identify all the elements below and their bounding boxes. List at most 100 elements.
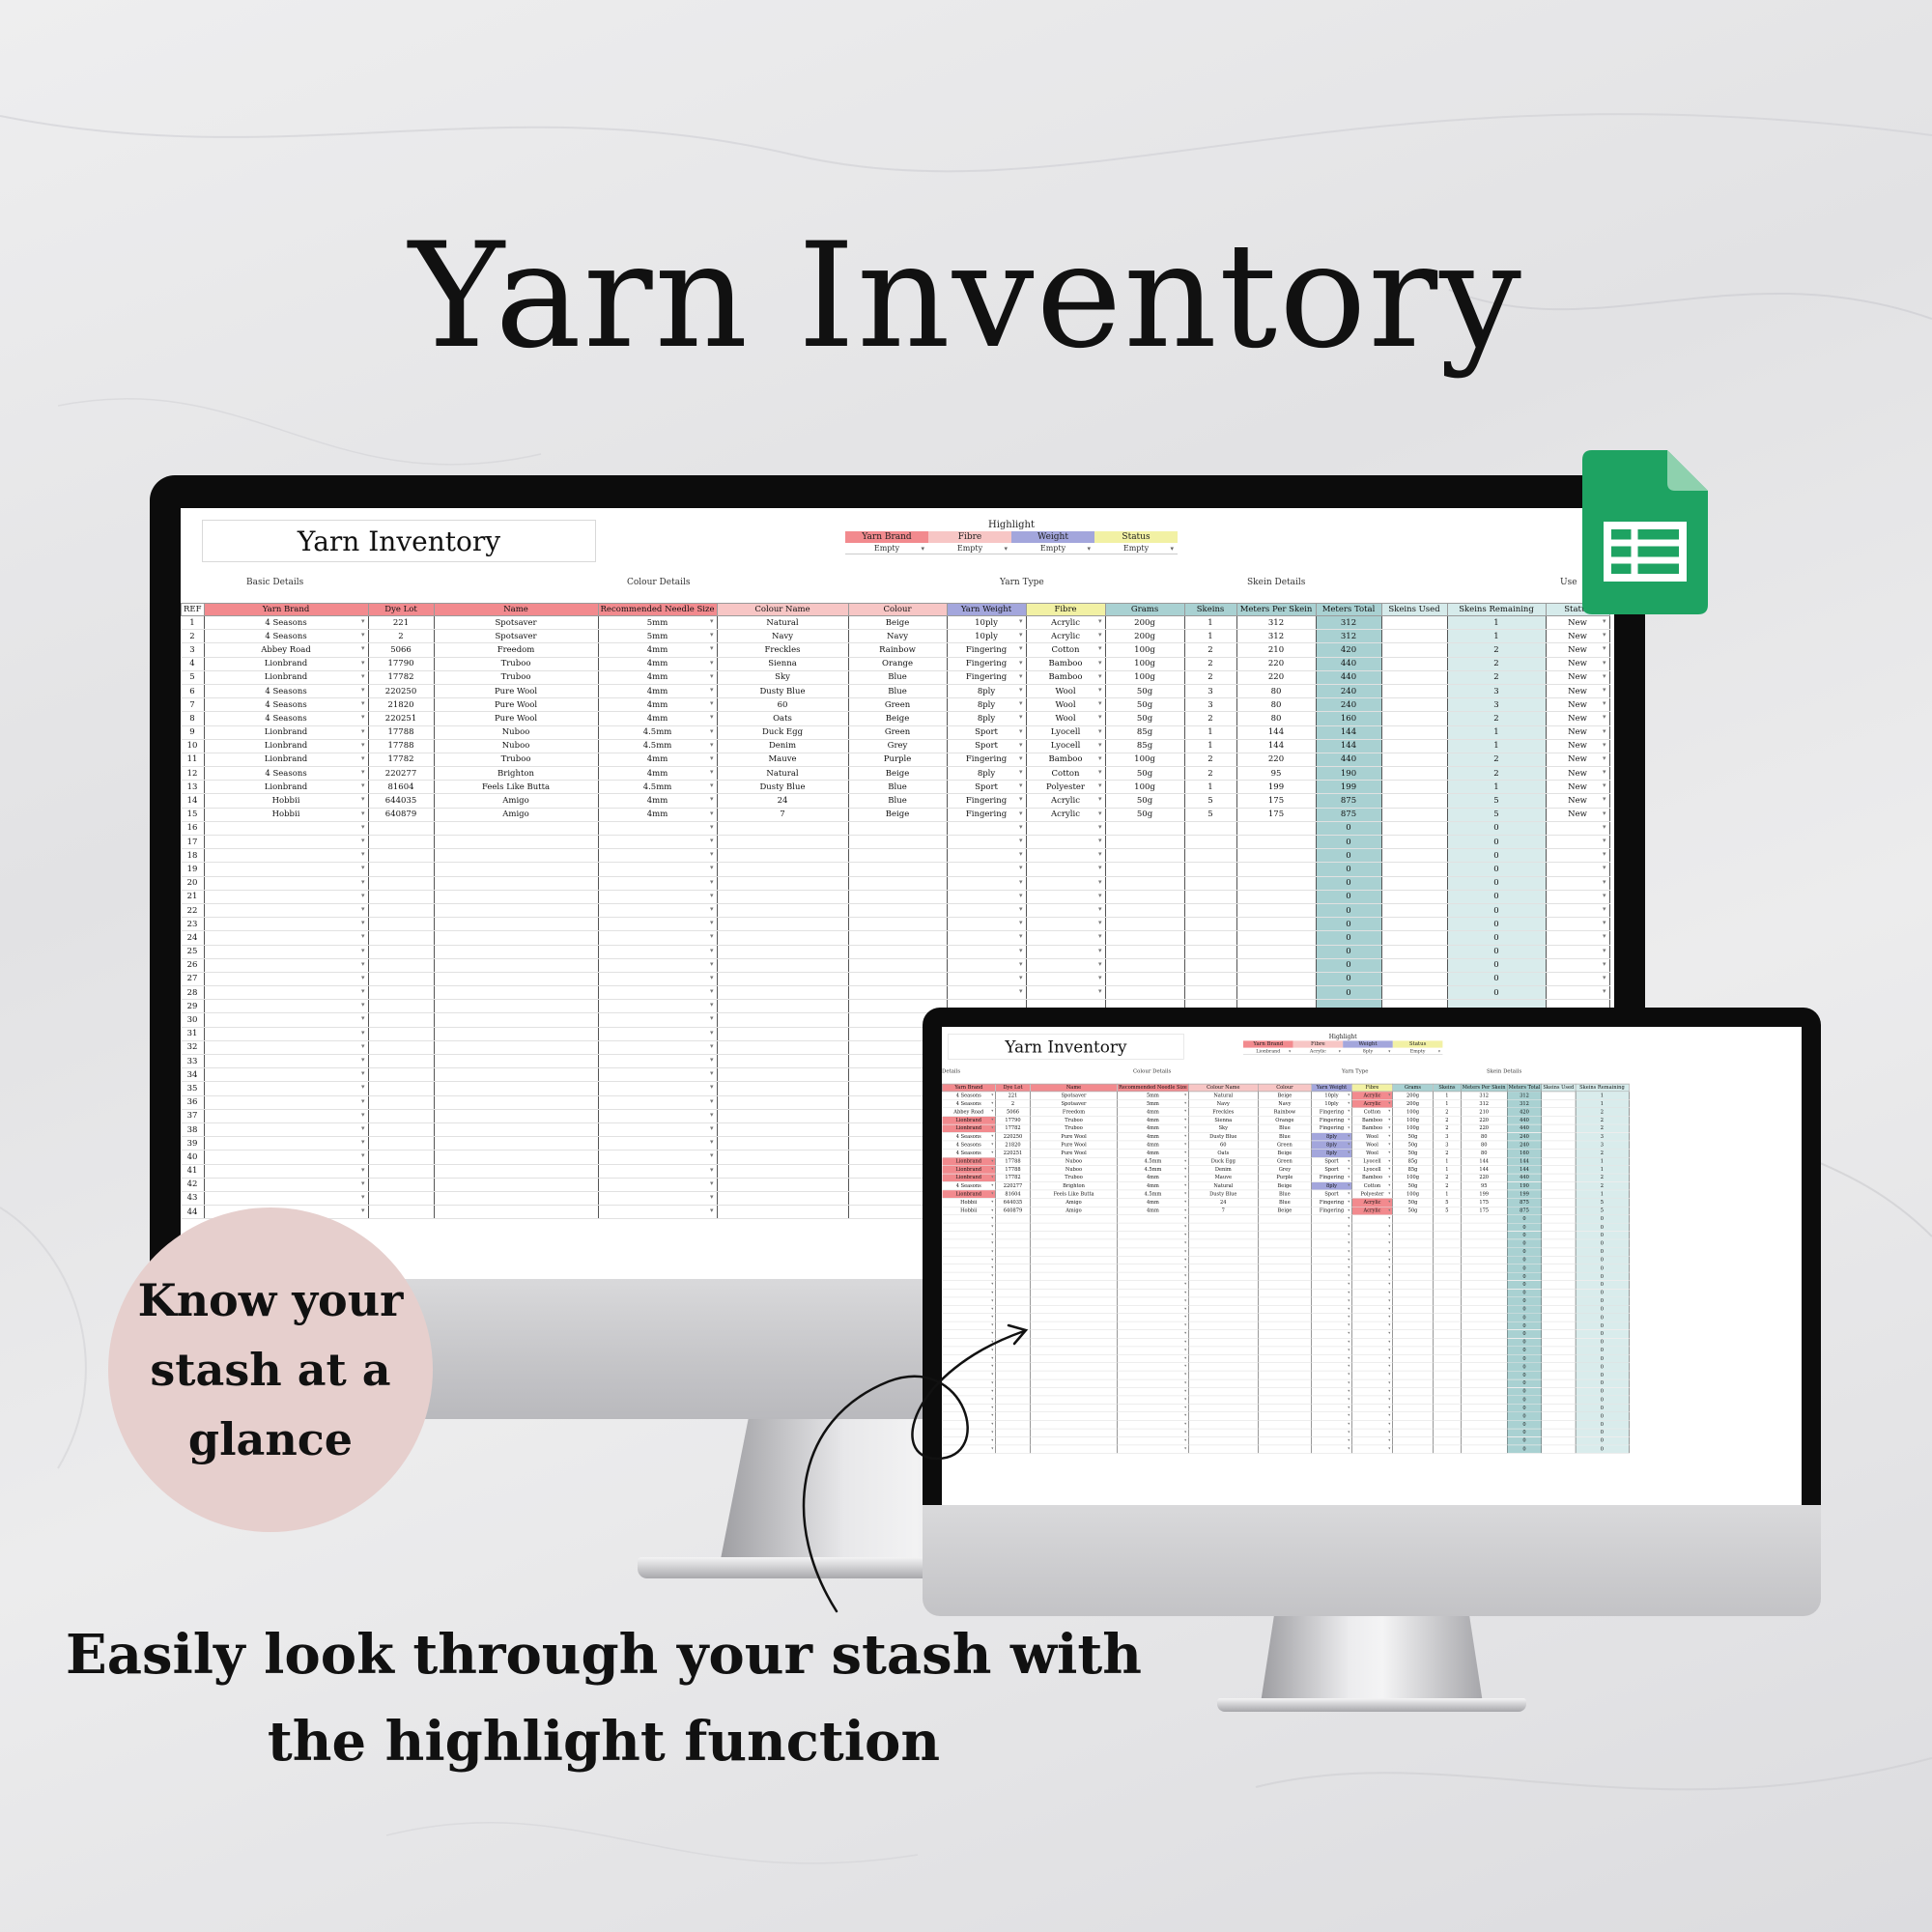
cell-fibre[interactable] (1351, 1387, 1393, 1397)
cell-needle-size[interactable]: 5mm (598, 615, 718, 631)
cell-yarn-brand[interactable] (942, 1214, 996, 1224)
cell-yarn-weight[interactable]: 10ply (1311, 1099, 1352, 1109)
cell-yarn-brand[interactable]: Lionbrand (942, 1157, 996, 1166)
highlight-brand-select[interactable]: Lionbrand (1243, 1048, 1293, 1055)
cell-needle-size[interactable] (598, 1109, 718, 1123)
cell-fibre[interactable]: Acrylic (1351, 1207, 1393, 1215)
cell-fibre[interactable] (1351, 1428, 1393, 1437)
cell-needle-size[interactable] (1117, 1444, 1189, 1454)
cell-fibre[interactable] (1351, 1329, 1393, 1339)
cell-fibre[interactable]: Acrylic (1026, 808, 1106, 822)
cell-yarn-brand[interactable]: Lionbrand (204, 780, 369, 795)
cell-fibre[interactable] (1351, 1371, 1393, 1380)
cell-yarn-brand[interactable] (942, 1289, 996, 1298)
cell-fibre[interactable] (1351, 1444, 1393, 1454)
cell-yarn-weight[interactable]: 10ply (947, 629, 1027, 644)
cell-needle-size[interactable] (1117, 1214, 1189, 1224)
cell-yarn-brand[interactable]: Lionbrand (204, 670, 369, 685)
cell-needle-size[interactable] (1117, 1272, 1189, 1281)
cell-status[interactable] (1546, 835, 1610, 850)
cell-fibre[interactable]: Acrylic (1351, 1091, 1393, 1100)
cell-fibre[interactable]: Wool (1351, 1140, 1393, 1150)
cell-needle-size[interactable]: 4.5mm (1117, 1157, 1189, 1166)
cell-status[interactable]: New (1546, 670, 1610, 685)
cell-yarn-brand[interactable]: 4 Seasons (942, 1140, 996, 1150)
cell-yarn-weight[interactable]: 8ply (947, 697, 1027, 713)
cell-fibre[interactable]: Bamboo (1351, 1123, 1393, 1133)
cell-needle-size[interactable]: 4mm (1117, 1140, 1189, 1150)
cell-yarn-brand[interactable]: 4 Seasons (942, 1099, 996, 1109)
cell-needle-size[interactable] (598, 972, 718, 987)
cell-fibre[interactable] (1026, 945, 1106, 959)
cell-fibre[interactable] (1026, 958, 1106, 973)
cell-fibre[interactable] (1026, 972, 1106, 987)
cell-fibre[interactable]: Wool (1026, 711, 1106, 726)
cell-status[interactable] (1546, 917, 1610, 932)
cell-yarn-weight[interactable]: Fingering (1311, 1174, 1352, 1182)
cell-fibre[interactable] (1351, 1231, 1393, 1240)
cell-yarn-weight[interactable] (947, 985, 1027, 1001)
cell-fibre[interactable]: Acrylic (1351, 1099, 1393, 1109)
cell-needle-size[interactable] (598, 903, 718, 919)
cell-fibre[interactable] (1026, 862, 1106, 877)
cell-yarn-weight[interactable]: Fingering (1311, 1198, 1352, 1208)
cell-fibre[interactable] (1351, 1223, 1393, 1232)
cell-fibre[interactable] (1351, 1280, 1393, 1290)
cell-needle-size[interactable] (1117, 1387, 1189, 1397)
cell-yarn-weight[interactable] (1311, 1378, 1352, 1388)
cell-yarn-brand[interactable] (942, 1247, 996, 1257)
cell-yarn-weight[interactable]: Fingering (1311, 1116, 1352, 1125)
cell-fibre[interactable]: Acrylic (1026, 629, 1106, 644)
cell-yarn-brand[interactable] (204, 848, 369, 864)
cell-needle-size[interactable]: 4mm (1117, 1116, 1189, 1125)
cell-yarn-brand[interactable] (204, 1178, 369, 1192)
cell-yarn-weight[interactable] (1311, 1256, 1352, 1264)
cell-yarn-brand[interactable] (942, 1444, 996, 1454)
cell-needle-size[interactable] (1117, 1313, 1189, 1322)
cell-yarn-weight[interactable] (947, 930, 1027, 946)
cell-needle-size[interactable] (598, 848, 718, 864)
cell-fibre[interactable]: Cotton (1026, 642, 1106, 658)
cell-fibre[interactable] (1351, 1378, 1393, 1388)
cell-yarn-weight[interactable] (1311, 1428, 1352, 1437)
cell-yarn-brand[interactable] (204, 1040, 369, 1056)
cell-needle-size[interactable]: 4mm (598, 642, 718, 658)
cell-yarn-brand[interactable] (204, 1095, 369, 1110)
cell-needle-size[interactable] (598, 1054, 718, 1069)
cell-status[interactable]: New (1546, 629, 1610, 644)
cell-yarn-weight[interactable] (1311, 1264, 1352, 1273)
cell-fibre[interactable]: Lyocell (1026, 725, 1106, 740)
cell-needle-size[interactable] (598, 1027, 718, 1041)
cell-fibre[interactable]: Cotton (1351, 1107, 1393, 1117)
cell-yarn-weight[interactable] (1311, 1420, 1352, 1430)
cell-fibre[interactable]: Cotton (1351, 1181, 1393, 1191)
cell-needle-size[interactable] (598, 1040, 718, 1056)
cell-needle-size[interactable] (598, 1178, 718, 1192)
cell-yarn-weight[interactable]: 10ply (947, 615, 1027, 631)
cell-yarn-brand[interactable]: 4 Seasons (942, 1132, 996, 1142)
cell-needle-size[interactable]: 4mm (598, 808, 718, 822)
cell-yarn-brand[interactable]: 4 Seasons (204, 684, 369, 699)
cell-status[interactable]: New (1546, 739, 1610, 753)
cell-yarn-weight[interactable] (947, 945, 1027, 959)
cell-needle-size[interactable] (1117, 1404, 1189, 1413)
cell-yarn-brand[interactable] (204, 862, 369, 877)
cell-needle-size[interactable] (598, 930, 718, 946)
cell-status[interactable]: New (1546, 642, 1610, 658)
cell-needle-size[interactable]: 4.5mm (598, 725, 718, 740)
cell-status[interactable]: New (1546, 711, 1610, 726)
cell-needle-size[interactable]: 4.5mm (598, 780, 718, 795)
cell-needle-size[interactable] (598, 1191, 718, 1207)
cell-needle-size[interactable] (1117, 1428, 1189, 1437)
cell-yarn-weight[interactable]: 10ply (1311, 1091, 1352, 1100)
cell-fibre[interactable]: Wool (1026, 684, 1106, 699)
cell-yarn-brand[interactable]: 4 Seasons (942, 1149, 996, 1158)
cell-yarn-weight[interactable] (1311, 1321, 1352, 1331)
cell-status[interactable]: New (1546, 793, 1610, 809)
cell-yarn-weight[interactable] (947, 821, 1027, 837)
cell-needle-size[interactable] (598, 1095, 718, 1110)
cell-yarn-brand[interactable] (204, 876, 369, 891)
cell-fibre[interactable] (1026, 876, 1106, 891)
cell-yarn-brand[interactable] (204, 930, 369, 946)
cell-yarn-weight[interactable]: Sport (947, 739, 1027, 753)
